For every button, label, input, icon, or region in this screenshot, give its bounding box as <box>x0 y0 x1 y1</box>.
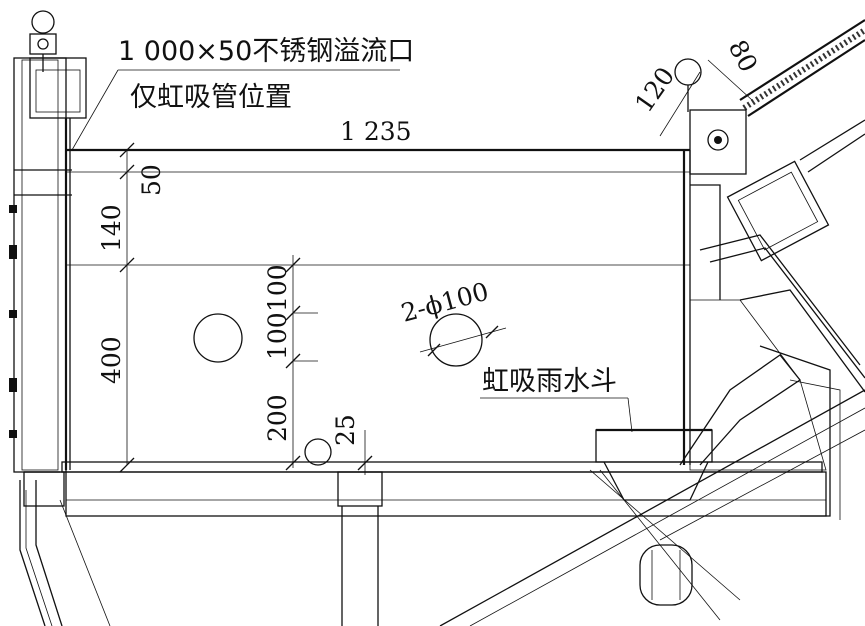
wall-clip-marks <box>9 205 17 438</box>
dim-25: 25 <box>331 414 360 446</box>
dim-80: 80 <box>723 35 764 77</box>
outlet-hole-right <box>429 313 483 367</box>
dim-400: 400 <box>97 336 126 384</box>
dim-50: 50 <box>137 164 166 196</box>
dim-100-lower: 100 <box>263 312 292 360</box>
top-bolt-icon <box>29 10 57 72</box>
overflow-label: 1 000×50不锈钢溢流口 <box>118 36 414 67</box>
left-wall-lower <box>19 480 111 626</box>
dim-100-upper: 100 <box>263 264 292 312</box>
dim-width: 1 235 <box>340 117 412 146</box>
outlet-hole-left <box>193 313 243 363</box>
dimension-lines <box>71 59 753 475</box>
holes-label: 2-ϕ100 <box>398 277 492 328</box>
gutter-body <box>23 148 827 626</box>
dim-120: 120 <box>629 62 680 118</box>
siphon-drain-grate <box>595 428 713 501</box>
siphon-position-label: 仅虹吸管位置 <box>130 82 292 113</box>
top-right-bolt-icon <box>674 58 702 86</box>
small-pipe-section <box>304 438 332 466</box>
siphon-drain-label: 虹吸雨水斗 <box>482 366 617 397</box>
dim-140: 140 <box>97 204 126 252</box>
dim-200: 200 <box>263 394 292 442</box>
right-roof-structure <box>439 19 865 626</box>
